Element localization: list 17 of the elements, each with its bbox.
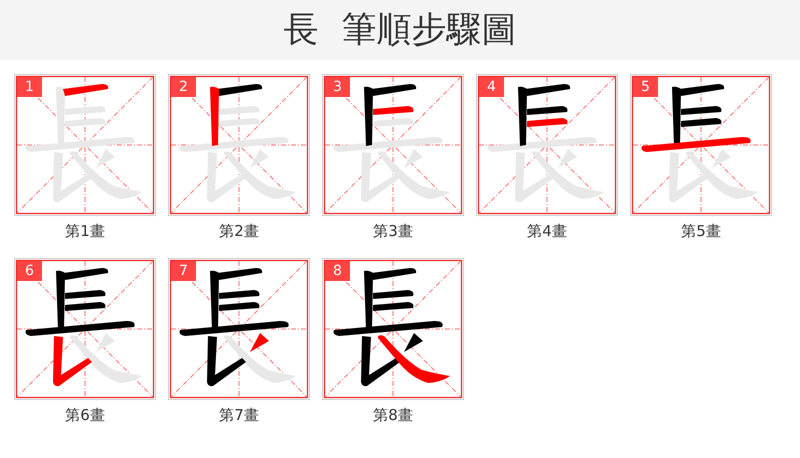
step-number: 6 bbox=[17, 261, 42, 281]
step-caption: 第7畫 bbox=[219, 406, 259, 424]
step-number: 1 bbox=[17, 77, 42, 97]
step-number: 2 bbox=[171, 77, 196, 97]
step-caption: 第3畫 bbox=[373, 222, 413, 240]
step-number: 4 bbox=[479, 77, 504, 97]
step-number: 8 bbox=[325, 261, 350, 281]
step-caption: 第1畫 bbox=[65, 222, 105, 240]
title: 長 筆順步驟圖 bbox=[283, 9, 517, 51]
step-caption: 第2畫 bbox=[219, 222, 259, 240]
step-caption: 第6畫 bbox=[65, 406, 105, 424]
step-number: 3 bbox=[325, 77, 350, 97]
step-caption: 第4畫 bbox=[527, 222, 567, 240]
step-caption: 第8畫 bbox=[373, 406, 413, 424]
step-number: 5 bbox=[633, 77, 658, 97]
step-number: 7 bbox=[171, 261, 196, 281]
step-caption: 第5畫 bbox=[681, 222, 721, 240]
